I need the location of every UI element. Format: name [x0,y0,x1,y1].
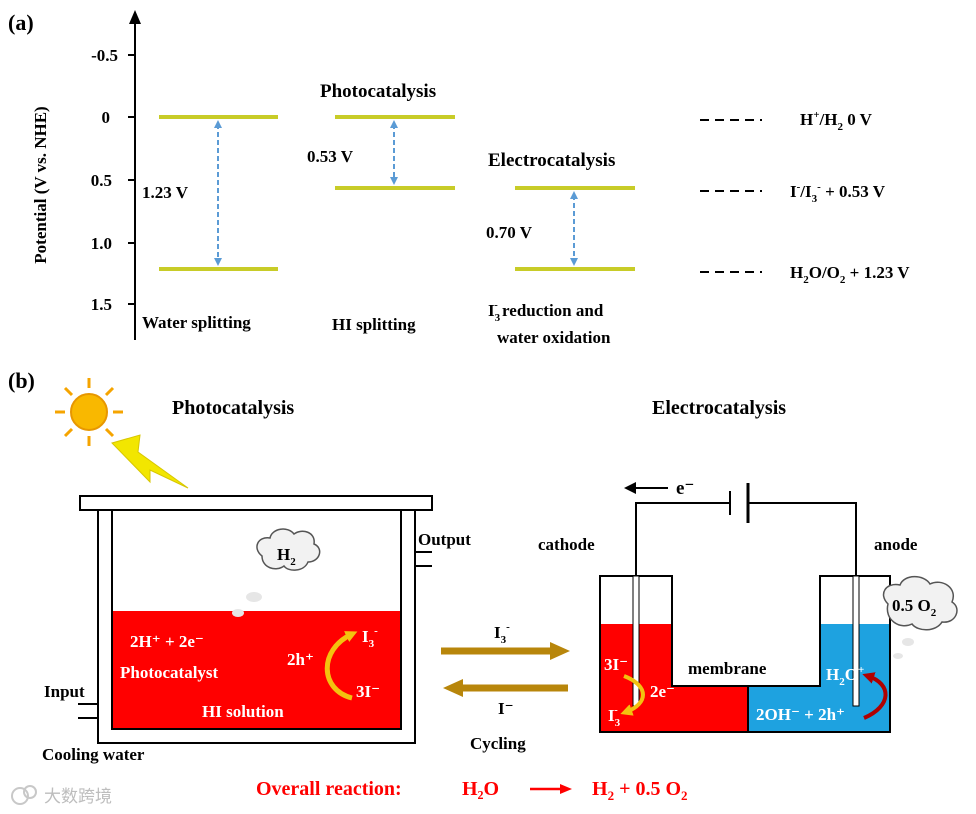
cooling-water-label: Cooling water [42,745,145,764]
reactor-3i: 3I⁻ [356,682,380,701]
water-splitting-gap: 1.23 V [142,183,189,202]
photoreactor [78,495,433,744]
electrocatalysis-title-a: Electrocatalysis [488,150,615,171]
electro-caption-line1: I3- reduction and [488,299,604,324]
y-axis [128,10,141,340]
electro-gap: 0.70 V [486,223,533,242]
electron-label: e⁻ [676,478,694,499]
hi-splitting-gap: 0.53 V [307,147,354,166]
cathode-label: cathode [538,535,595,554]
cathode-cycle-arrow [620,674,645,716]
legend-h-plus-h2: H+/H2 0 V [800,109,873,133]
hi-splitting-caption: HI splitting [332,315,416,334]
y-axis-label: Potential (V vs. NHE) [31,106,50,263]
panel-b-label: (b) [8,368,35,393]
electron-flow-arrow [624,482,668,494]
legend-iodide-triiodide: I-/I3- + 0.53 V [790,181,886,205]
watermark-text: 大数跨境 [44,787,112,806]
water-splitting-levels [159,115,278,271]
anode-label: anode [874,535,918,554]
y-tick-label: 0.5 [91,171,112,190]
anode-electrode [852,575,860,707]
anode-cycle-arrow [862,672,888,720]
hi-solution [112,611,401,729]
electrocatalysis-title-b: Electrocatalysis [652,397,786,419]
photocatalysis-title-b: Photocatalysis [172,397,294,419]
overall-reaction-lhs: H₂O [462,778,499,800]
reactor-i3: I3- [362,625,378,650]
input-label: Input [44,682,85,701]
y-tick-label: 1.0 [91,234,112,253]
electro-caption-line2: water oxidation [497,328,611,347]
electro-levels [515,186,635,271]
cycling-label: Cycling [470,734,526,753]
cathode-3i: 3I⁻ [604,655,628,674]
circuit-wires [635,483,857,624]
watermark-logo-icon [11,785,37,805]
legend-water-oxygen: H2O/O2 + 1.23 V [790,263,910,286]
membrane-label: membrane [688,659,767,678]
y-tick-label: -0.5 [91,46,118,65]
sun-icon [55,378,123,446]
water-splitting-caption: Water splitting [142,313,251,332]
cathode-i3: I3- [608,704,621,729]
overall-reaction-rhs: H2 + 0.5 O2 [592,778,688,803]
photo-cycle-arrow [324,631,358,701]
output-label: Output [418,530,471,549]
cycling-arrows [441,642,570,697]
panel-a-label: (a) [8,10,34,35]
photocatalysis-title-a: Photocatalysis [320,81,436,102]
reactor-line3: HI solution [202,702,284,721]
legend-dashes [700,119,762,273]
o2-bubble-cloud [882,575,958,659]
reactor-line2: Photocatalyst [120,663,219,682]
h2-bubble-text: H2 [277,545,296,568]
electro-cell [599,575,891,733]
y-tick-label: 0 [102,108,111,127]
cycling-top-label: I3- [494,621,510,646]
cycling-bottom-label: I⁻ [498,699,514,718]
anode-oh: 2OH⁻ + 2h⁺ [756,705,845,724]
reactor-line1: 2H⁺ + 2e⁻ [130,632,204,651]
h2-bubble-cloud [232,528,321,617]
y-tick-label: 1.5 [91,295,112,314]
reactor-hole: 2h⁺ [287,650,314,669]
lightning-icon [111,434,189,489]
hi-splitting-levels [335,115,455,190]
o2-bubble-text: 0.5 O2 [892,596,937,619]
cathode-2e: 2e⁻ [650,682,675,701]
anode-h2o: H2O+ [826,664,864,688]
overall-reaction-label: Overall reaction: [256,778,402,800]
